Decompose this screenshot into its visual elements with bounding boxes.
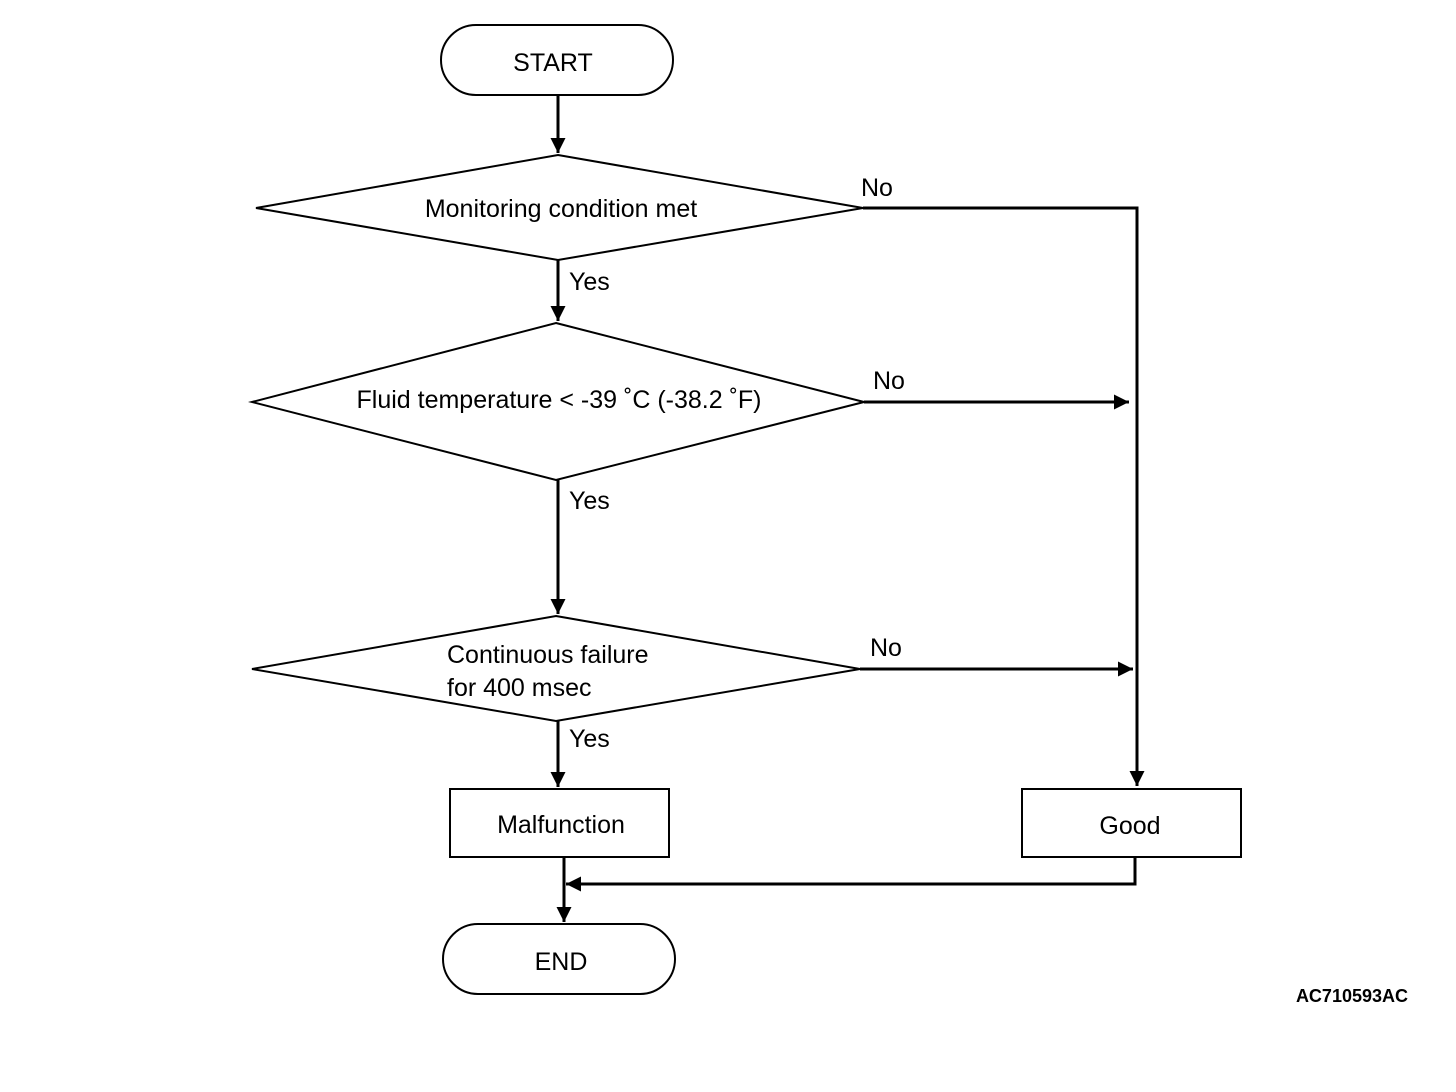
decision-3-no-label: No	[870, 634, 902, 662]
malfunction-label: Malfunction	[497, 811, 625, 839]
decision-fluid-temperature: Fluid temperature < -39 ˚C (-38.2 ˚F)	[248, 321, 865, 482]
decision-3-text-line-1: Continuous failure	[447, 641, 649, 669]
malfunction-box: Malfunction	[449, 788, 670, 858]
start-terminal: START	[440, 24, 674, 96]
good-box: Good	[1021, 788, 1242, 858]
decision-2-yes-label: Yes	[569, 487, 610, 515]
decision-3-text-line-2: for 400 msec	[447, 674, 592, 702]
decision-1-yes-label: Yes	[569, 268, 610, 296]
connector-decision-1-no-to-good	[863, 206, 1145, 786]
figure-code: AC710593AC	[1296, 986, 1408, 1006]
good-label: Good	[1099, 812, 1160, 840]
decision-2-text: Fluid temperature < -39 ˚C (-38.2 ˚F)	[357, 386, 762, 414]
decision-3-yes-label: Yes	[569, 725, 610, 753]
decision-1-text: Monitoring condition met	[425, 195, 697, 223]
end-terminal: END	[442, 923, 676, 995]
start-label: START	[513, 49, 593, 77]
decision-2-no-label: No	[873, 367, 905, 395]
decision-monitoring-condition: Monitoring condition met	[255, 153, 864, 262]
connector-good-to-end	[566, 857, 1137, 892]
end-label: END	[535, 948, 588, 976]
decision-1-no-label: No	[861, 174, 893, 202]
decision-continuous-failure: Continuous failure for 400 msec	[251, 614, 861, 723]
